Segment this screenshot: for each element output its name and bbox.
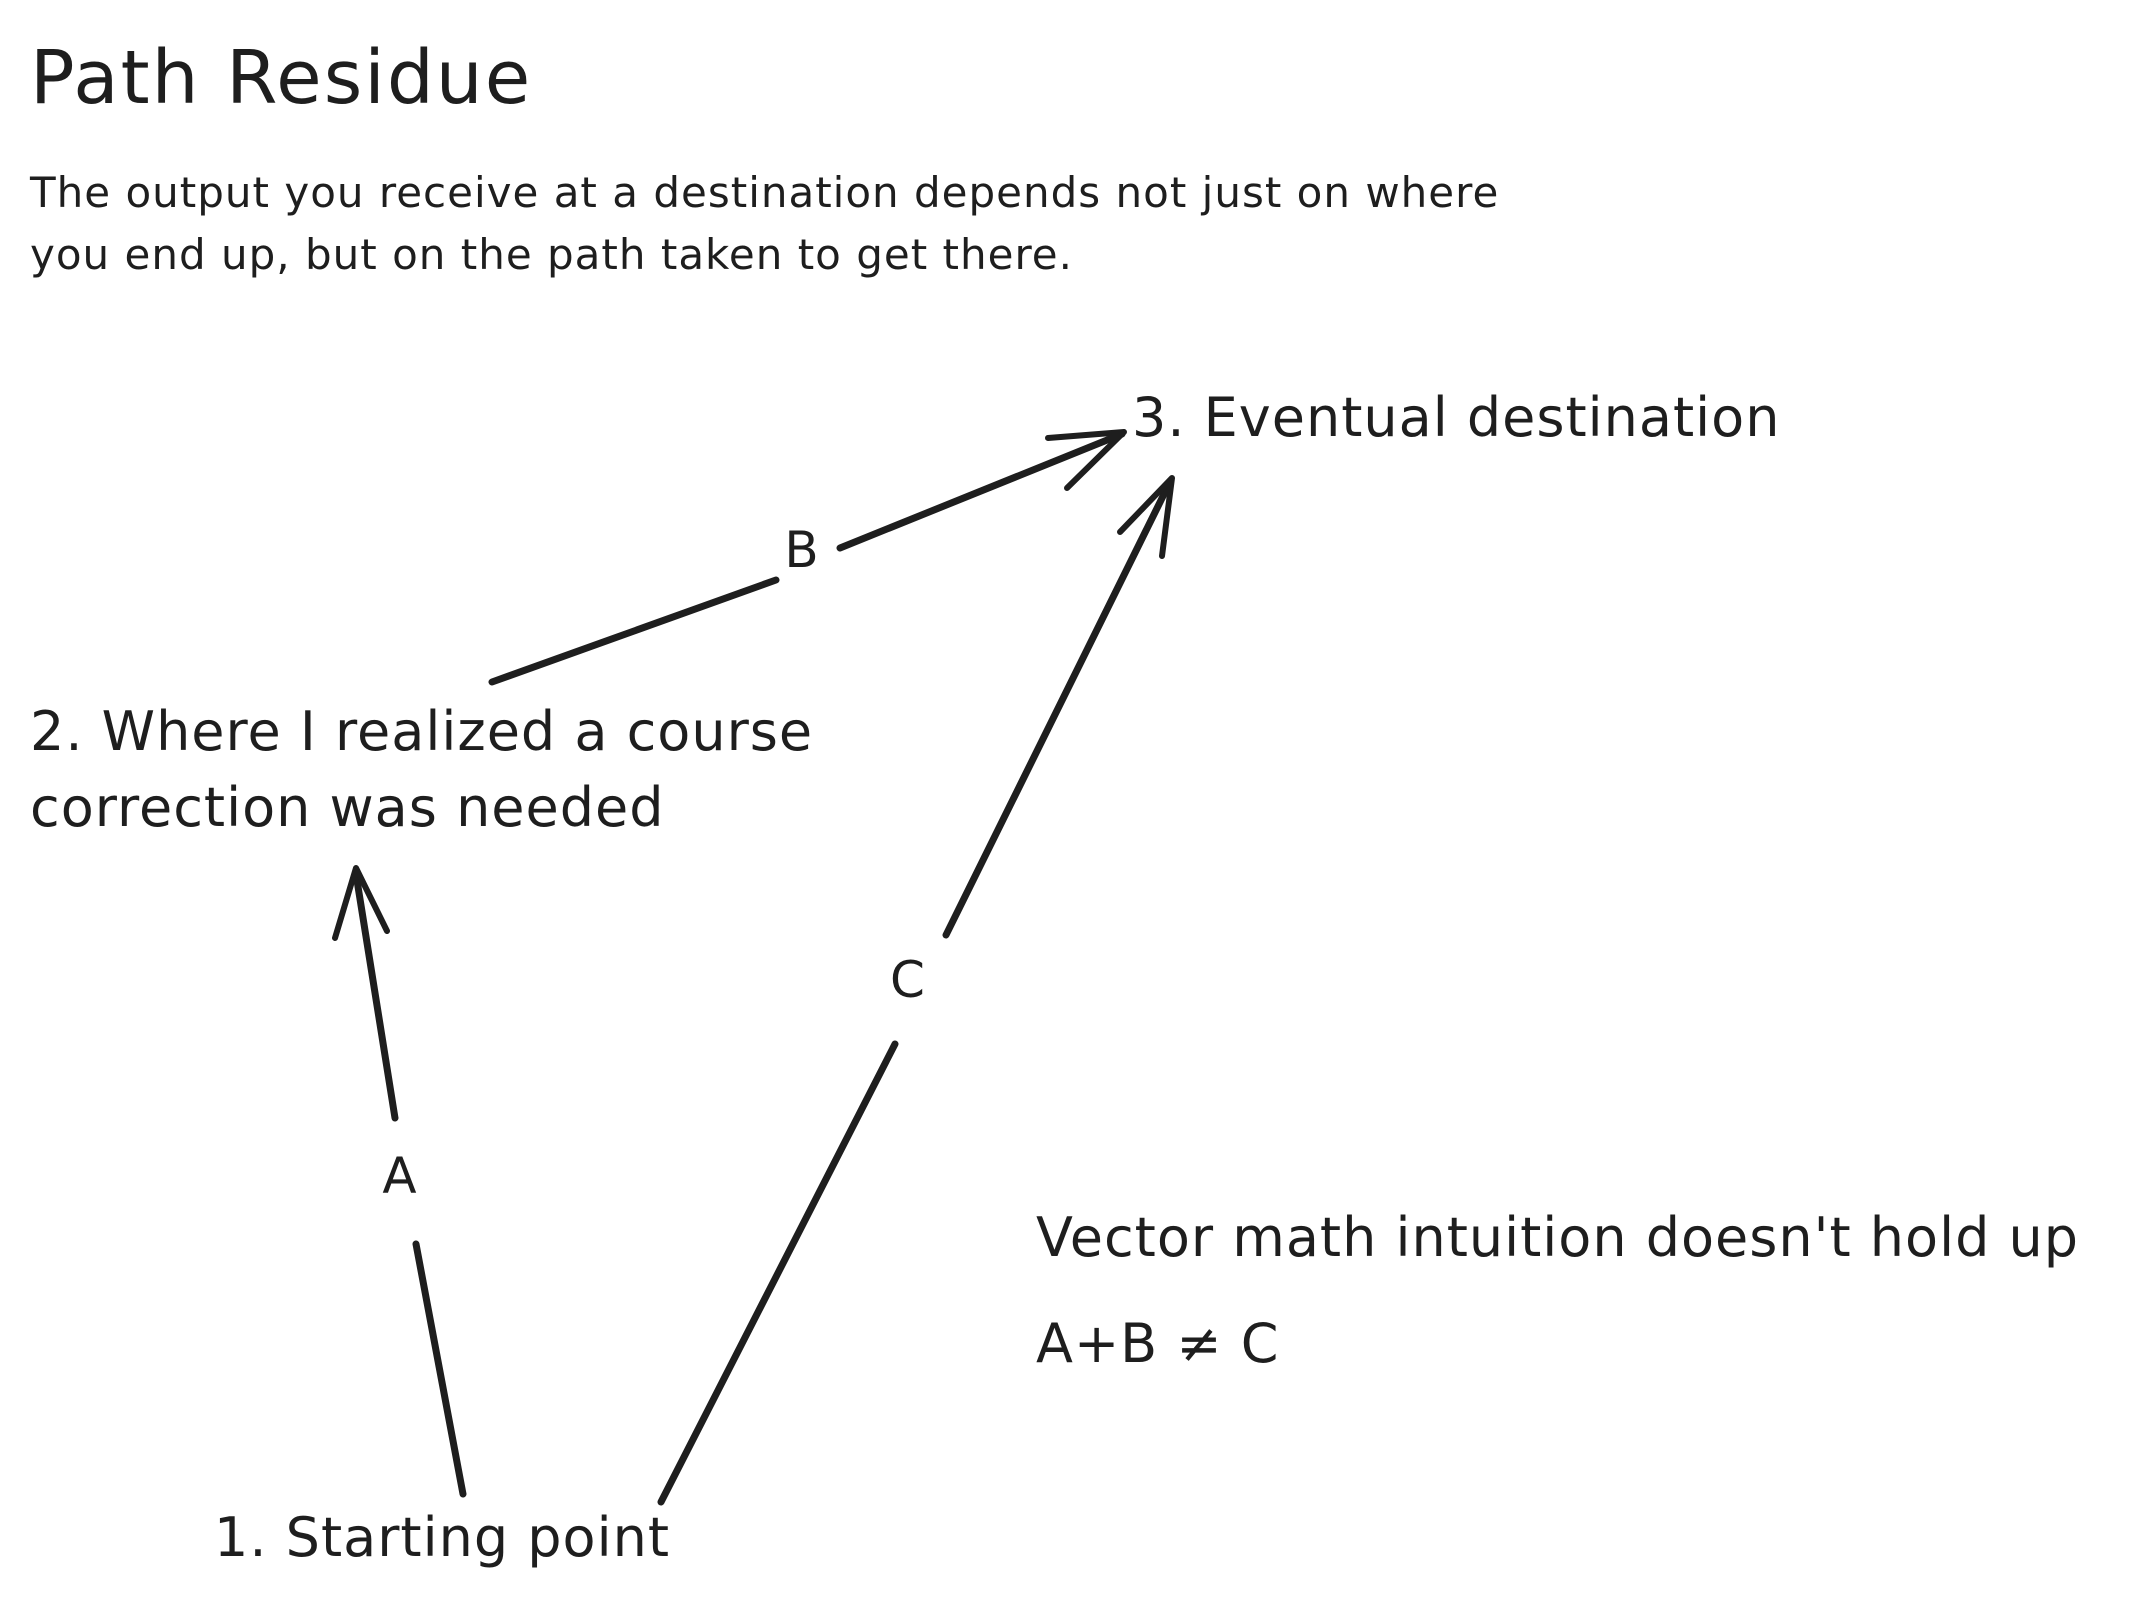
node-starting-point: 1. Starting point bbox=[214, 1506, 670, 1569]
node-course-correction: 2. Where I realized a course correction … bbox=[30, 700, 814, 839]
diagram-title: Path Residue bbox=[30, 35, 533, 121]
arrow-a bbox=[332, 865, 467, 1498]
note-equation: A+B ≠ C bbox=[1036, 1312, 1280, 1375]
edge-label-a: A bbox=[382, 1147, 418, 1205]
edge-label-c: C bbox=[890, 951, 926, 1009]
note-intuition: Vector math intuition doesn't hold up bbox=[1036, 1206, 2080, 1269]
arrow-c bbox=[657, 475, 1175, 1506]
arrow-b bbox=[488, 429, 1127, 686]
diagram-subtitle: The output you receive at a destination … bbox=[30, 168, 1500, 279]
edge-label-b: B bbox=[784, 521, 820, 579]
node-destination: 3. Eventual destination bbox=[1132, 386, 1781, 449]
